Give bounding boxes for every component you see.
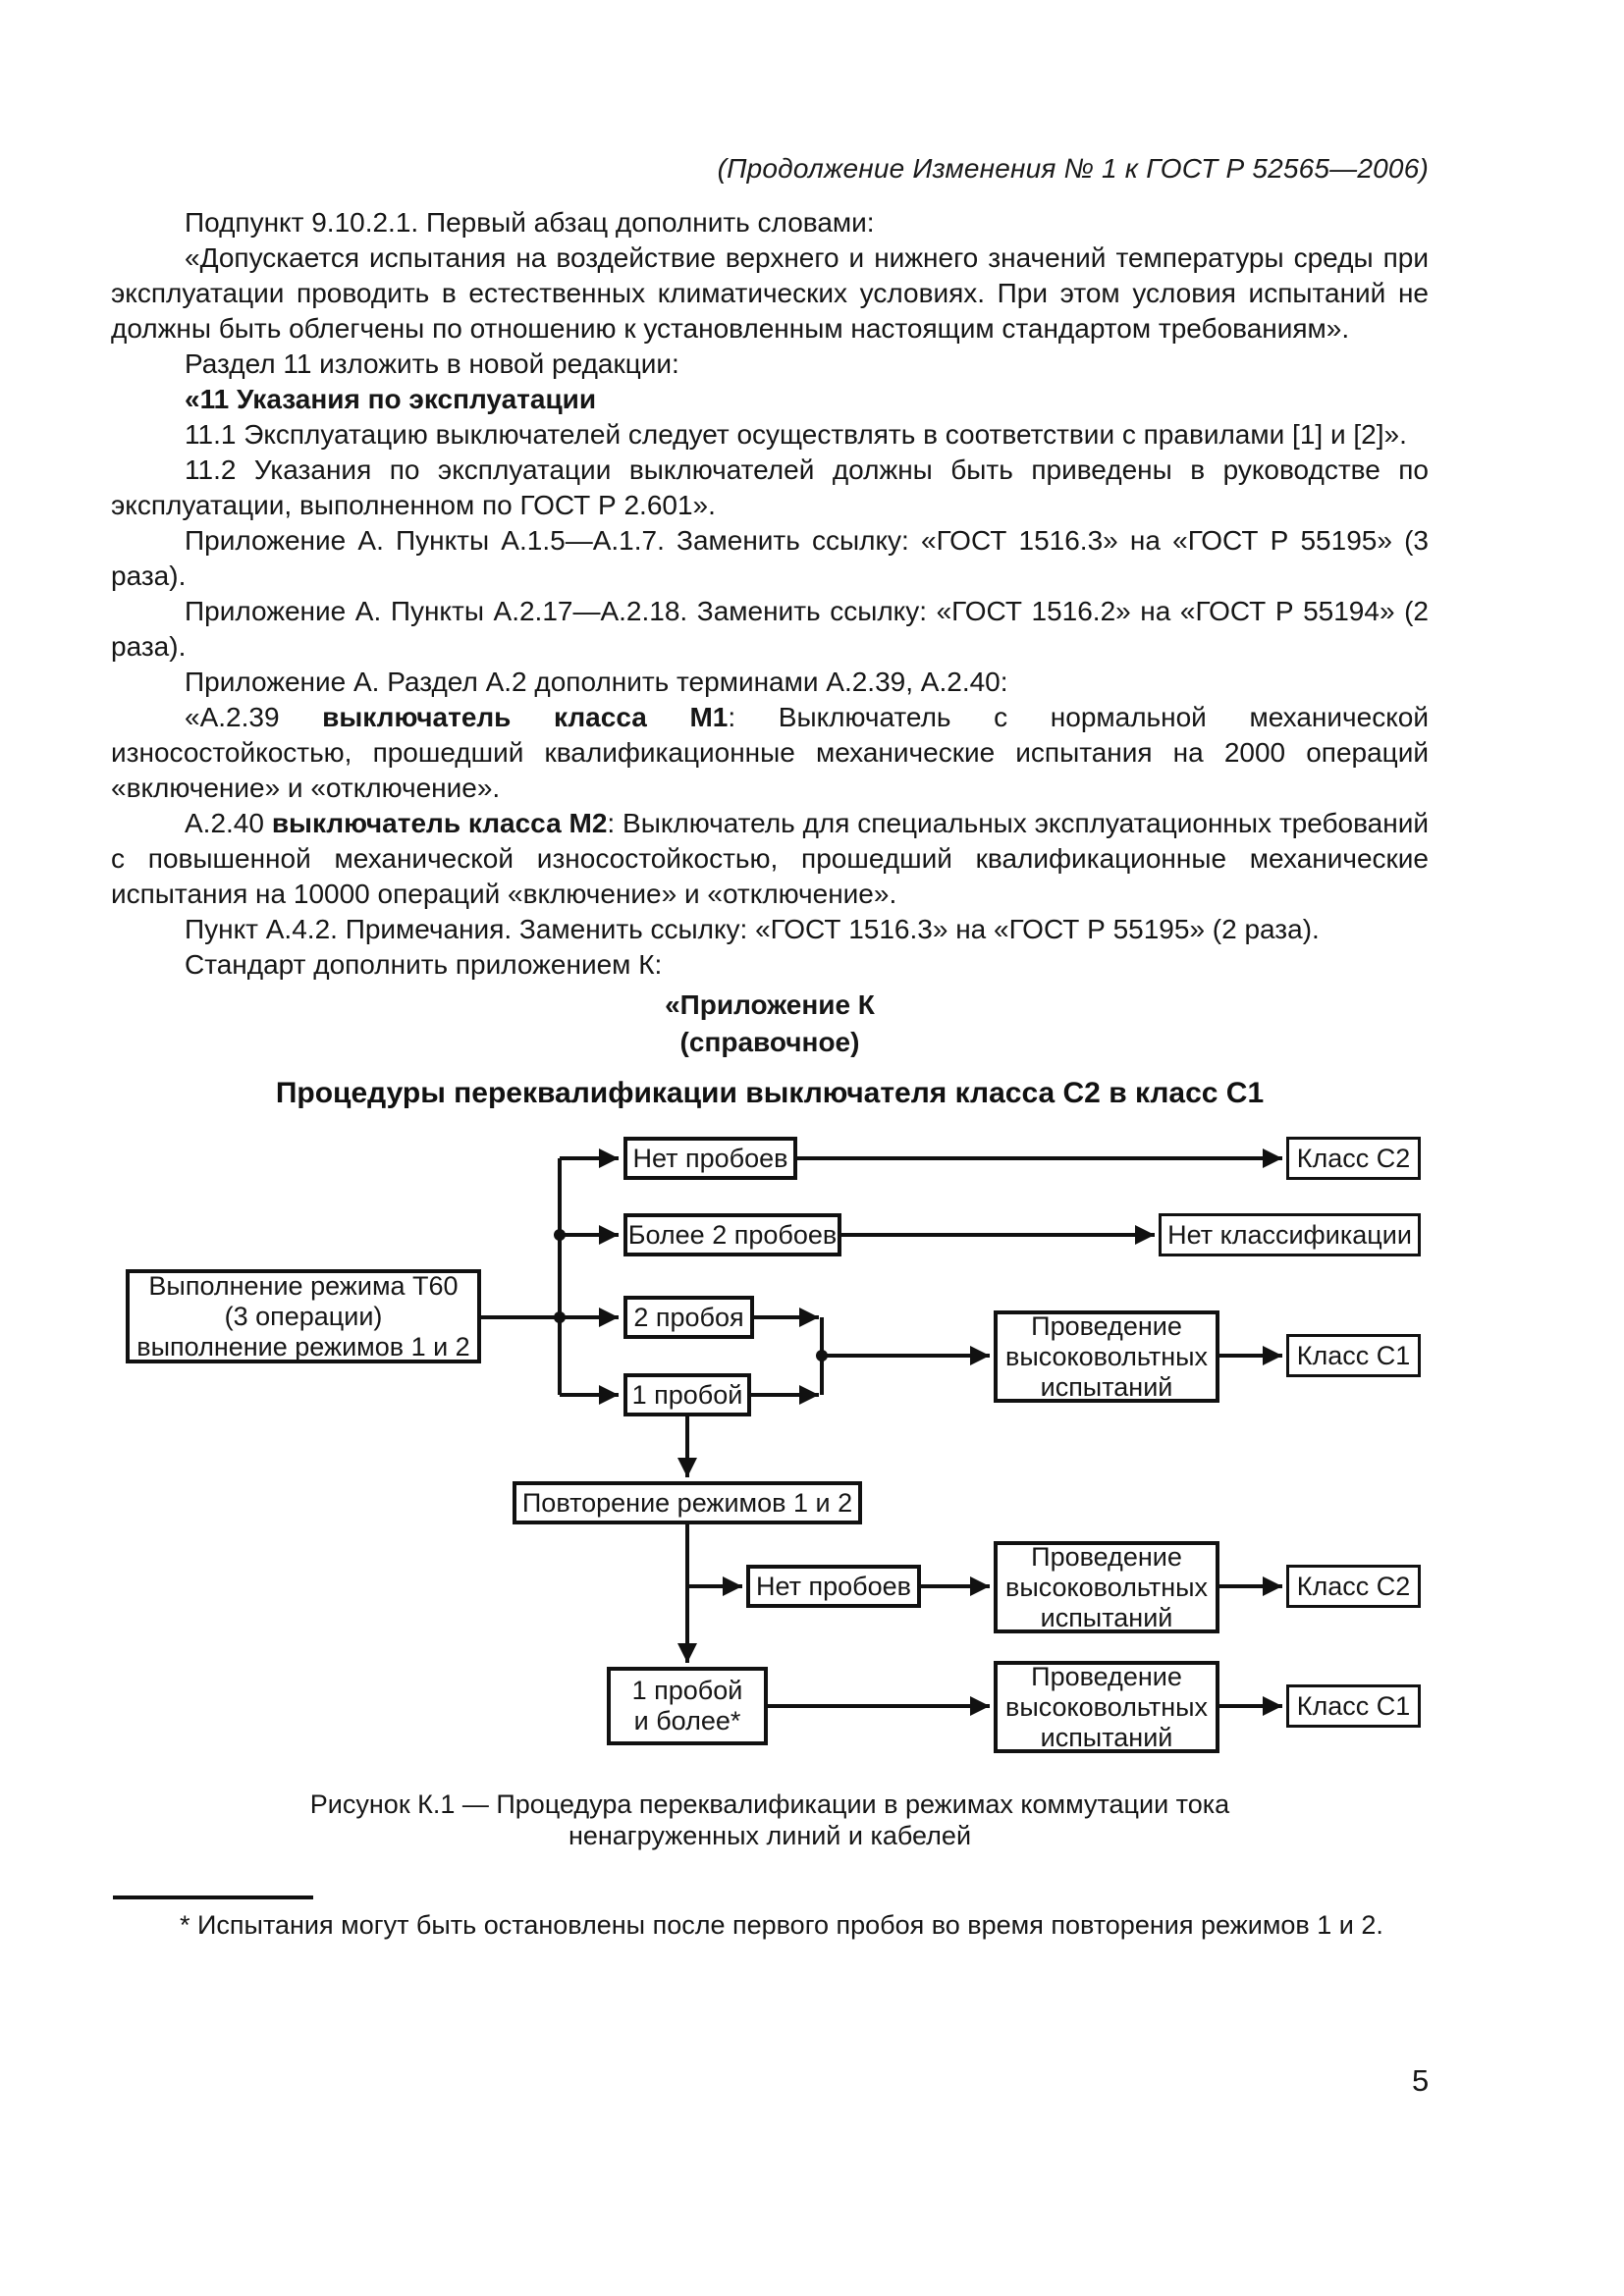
flowchart-node-line: и более* [633, 1706, 741, 1735]
flowchart-node-line: высоковольтных [1004, 1691, 1209, 1722]
flowchart-node-line: испытаний [1040, 1722, 1173, 1752]
flowchart-node-line: Более 2 пробоев [627, 1219, 838, 1250]
paragraph-10: «А.2.39 выключатель класса М1: Выключате… [111, 702, 1429, 803]
flowchart-node-line: (3 операции) [224, 1301, 383, 1331]
flowchart-node-line: Класс С1 [1296, 1340, 1411, 1370]
paragraph-11: А.2.40 выключатель класса М2: Выключател… [111, 808, 1429, 909]
flowchart-node-line: Проведение [1031, 1541, 1182, 1572]
paragraph-5: 11.1 Эксплуатацию выключателей следует о… [185, 419, 1407, 450]
flowchart-node-two-breakdowns: 2 пробоя [623, 1296, 754, 1339]
flowchart-connectors [481, 1148, 1282, 1716]
body-text: Подпункт 9.10.2.1. Первый абзац дополнит… [111, 205, 1429, 983]
paragraph-9: Приложение А. Раздел А.2 дополнить терми… [185, 667, 1008, 697]
flowchart-node-line: Выполнение режима Т60 [148, 1270, 459, 1301]
flowchart-node-line: Нет пробоев [756, 1571, 911, 1601]
flowchart-node-no-breakdowns-2: Нет пробоев [746, 1565, 921, 1608]
flowchart-node-start: Выполнение режима Т60(3 операции)выполне… [126, 1269, 481, 1363]
flowchart-node-repeat-modes: Повторение режимов 1 и 2 [513, 1481, 862, 1524]
flowchart-node-line: Проведение [1031, 1661, 1182, 1691]
appendix-heading: «Приложение К [665, 989, 875, 1020]
figure-caption-line1: Рисунок К.1 — Процедура переквалификации… [309, 1789, 1230, 1819]
footnote-rule [113, 1896, 313, 1899]
paragraph-8: Приложение А. Пункты А.2.17—А.2.18. Заме… [111, 596, 1429, 662]
flowchart-node-class-c2-1: Класс С2 [1286, 1137, 1421, 1180]
flowchart-node-more-than-2-breakdowns: Более 2 пробоев [623, 1213, 841, 1256]
paragraph-3: Раздел 11 изложить в новой редакции: [185, 348, 679, 379]
flowchart-node-line: выполнение режимов 1 и 2 [136, 1331, 470, 1362]
flowchart-node-line: Класс С2 [1296, 1571, 1411, 1601]
flowchart-node-line: 1 пробой [631, 1676, 743, 1705]
flowchart-node-line: Проведение [1031, 1310, 1182, 1341]
appendix-subheading: (справочное) [679, 1027, 860, 1057]
flowchart-node-one-breakdown: 1 пробой [623, 1373, 751, 1416]
flowchart-node-line: Класс С2 [1296, 1143, 1411, 1173]
flowchart-node-line: Класс С1 [1296, 1690, 1411, 1721]
flowchart-node-line: испытаний [1040, 1371, 1173, 1402]
paragraph-1: Подпункт 9.10.2.1. Первый абзац дополнит… [185, 207, 875, 238]
page-number: 5 [1412, 2063, 1430, 2098]
flowchart-node-no-breakdowns-1: Нет пробоев [623, 1137, 797, 1180]
flowchart-node-line: Нет классификации [1167, 1219, 1412, 1250]
paragraph-7: Приложение А. Пункты А.1.5—А.1.7. Замени… [111, 525, 1429, 591]
paragraph-13: Стандарт дополнить приложением К: [185, 949, 663, 980]
flowchart-node-class-c1-2: Класс С1 [1286, 1684, 1421, 1728]
flowchart: Выполнение режима Т60(3 операции)выполне… [0, 1119, 1624, 1787]
footnote: * Испытания могут быть остановлены после… [180, 1910, 1383, 1940]
flowchart-node-class-c1-1: Класс С1 [1286, 1334, 1421, 1377]
flowchart-node-line: высоковольтных [1004, 1341, 1209, 1371]
flowchart-node-class-c2-2: Класс С2 [1286, 1565, 1421, 1608]
flowchart-node-line: Нет пробоев [632, 1143, 788, 1173]
figure-caption-line2: ненагруженных линий и кабелей [568, 1821, 972, 1850]
page-header: (Продолжение Изменения № 1 к ГОСТ Р 5256… [717, 153, 1429, 184]
paragraph-12: Пункт А.4.2. Примечания. Заменить ссылку… [185, 914, 1320, 944]
paragraph-6: 11.2 Указания по эксплуатации выключател… [111, 454, 1429, 520]
paragraph-4: «11 Указания по эксплуатации [185, 384, 597, 414]
paragraph-2: «Допускается испытания на воздействие ве… [111, 242, 1429, 344]
flowchart-node-no-classification: Нет классификации [1159, 1213, 1421, 1256]
flowchart-node-line: 2 пробоя [633, 1302, 744, 1332]
figure-title: Процедуры переквалификации выключателя к… [275, 1077, 1265, 1109]
figure-caption: Рисунок К.1 — Процедура переквалификации… [111, 1789, 1429, 1851]
flowchart-node-line: испытаний [1040, 1602, 1173, 1632]
flowchart-node-line: 1 пробой [631, 1379, 743, 1410]
flowchart-node-line: Повторение режимов 1 и 2 [521, 1487, 853, 1518]
flowchart-node-line: высоковольтных [1004, 1572, 1209, 1602]
